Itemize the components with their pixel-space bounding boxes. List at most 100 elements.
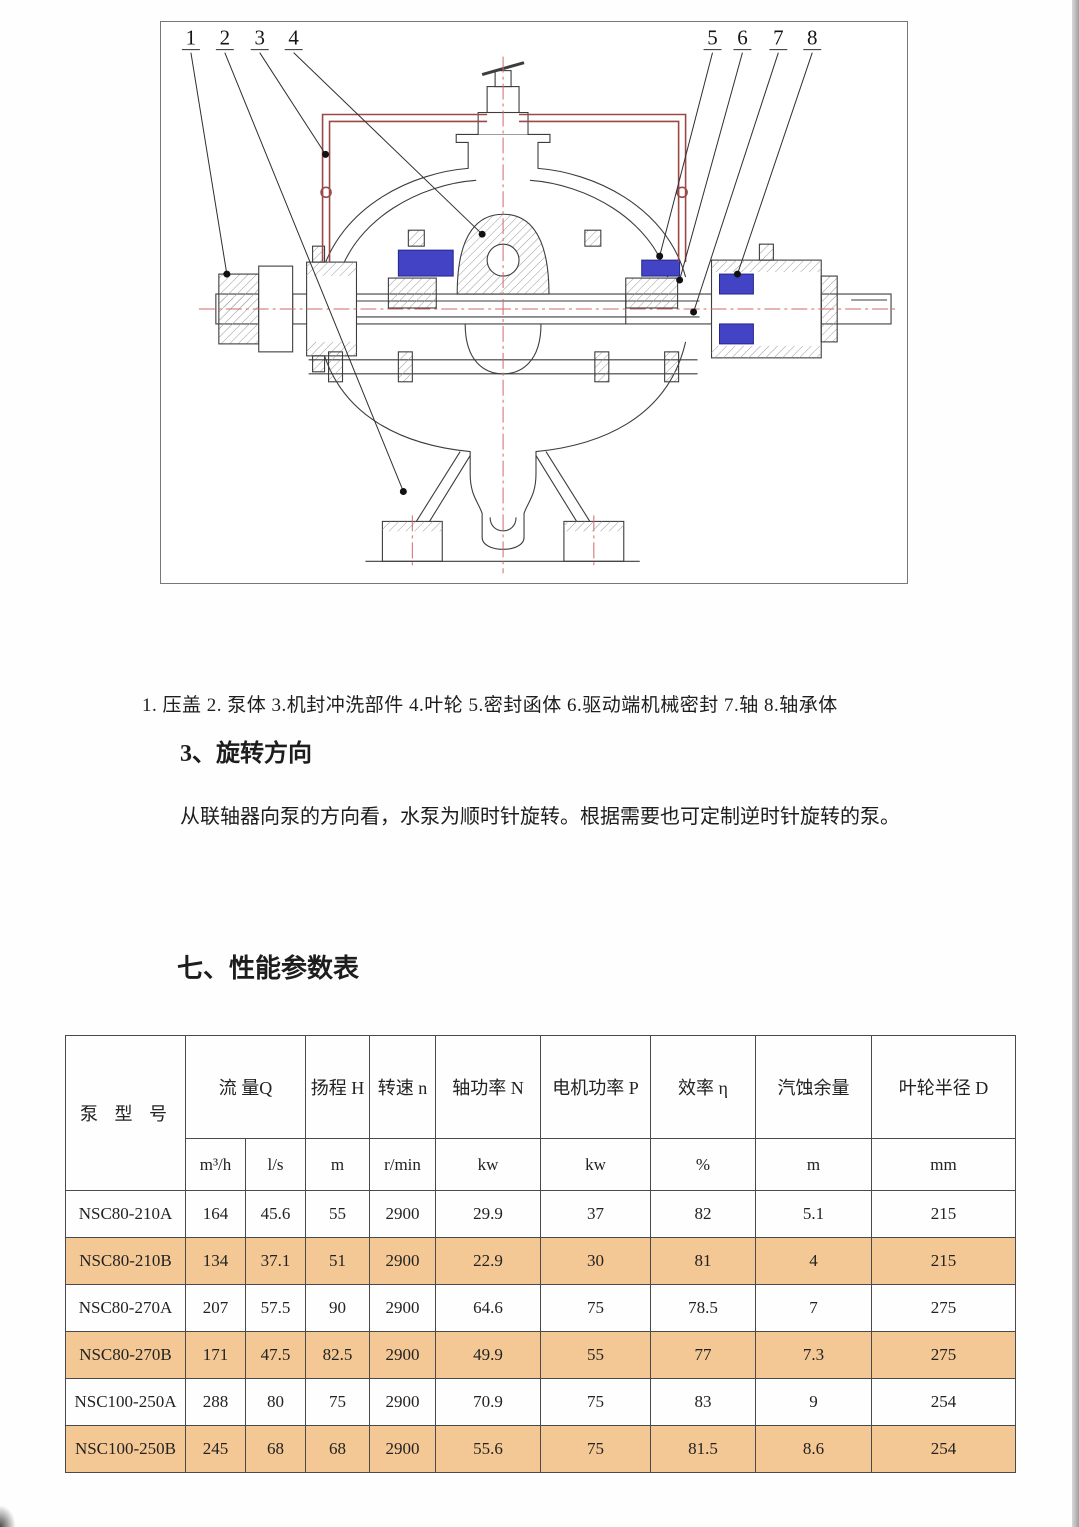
callout-numbers: 1 2 3 4 5 6 7 8: [181, 26, 822, 51]
section-3-title: 3、旋转方向: [180, 741, 312, 767]
section-7-title: 七、性能参数表: [177, 954, 360, 983]
value-cell: 78.5: [650, 1284, 756, 1332]
unit-shaft-power: kw: [435, 1138, 541, 1191]
value-cell: 207: [185, 1284, 246, 1332]
parts-legend: 1. 压盖 2. 泵体 3.机封冲洗部件 4.叶轮 5.密封函体 6.驱动端机械…: [142, 695, 838, 716]
unit-efficiency: %: [650, 1138, 756, 1191]
callout-1: 1: [186, 26, 196, 50]
value-cell: 37.1: [245, 1237, 306, 1285]
value-cell: 2900: [369, 1237, 436, 1285]
value-cell: 55: [305, 1190, 370, 1238]
header-model: 泵 型 号: [65, 1035, 186, 1191]
unit-head: m: [305, 1138, 370, 1191]
callout-8: 8: [807, 26, 817, 50]
value-cell: 55: [540, 1331, 651, 1379]
value-cell: 7: [755, 1284, 872, 1332]
value-cell: 75: [540, 1378, 651, 1426]
callout-7: 7: [773, 26, 783, 50]
model-cell: NSC80-270B: [65, 1331, 186, 1379]
header-flow: 流 量Q: [185, 1035, 306, 1139]
header-motor-power: 电机功率 P: [540, 1035, 651, 1139]
value-cell: 171: [185, 1331, 246, 1379]
value-cell: 82: [650, 1190, 756, 1238]
header-speed: 转速 n: [369, 1035, 436, 1139]
scan-edge-shadow: [1072, 0, 1079, 1527]
value-cell: 134: [185, 1237, 246, 1285]
value-cell: 75: [540, 1425, 651, 1473]
header-head: 扬程 H: [305, 1035, 370, 1139]
value-cell: 80: [245, 1378, 306, 1426]
scan-corner-smudge: [0, 1505, 16, 1527]
value-cell: 2900: [369, 1284, 436, 1332]
value-cell: 75: [305, 1378, 370, 1426]
value-cell: 64.6: [435, 1284, 541, 1332]
model-cell: NSC100-250A: [65, 1378, 186, 1426]
value-cell: 37: [540, 1190, 651, 1238]
model-cell: NSC80-210B: [65, 1237, 186, 1285]
value-cell: 75: [540, 1284, 651, 1332]
value-cell: 275: [871, 1331, 1016, 1379]
seal-housing-left: [387, 249, 454, 309]
value-cell: 29.9: [435, 1190, 541, 1238]
model-cell: NSC100-250B: [65, 1425, 186, 1473]
value-cell: 2900: [369, 1425, 436, 1473]
value-cell: 55.6: [435, 1425, 541, 1473]
callout-leaders: [190, 52, 813, 495]
callout-4: 4: [288, 26, 299, 50]
section-3-body: 从联轴器向泵的方向看，水泵为顺时针旋转。根据需要也可定制逆时针旋转的泵。: [180, 806, 900, 828]
unit-flow-ls: l/s: [245, 1138, 306, 1191]
value-cell: 83: [650, 1378, 756, 1426]
callout-3: 3: [255, 26, 265, 50]
value-cell: 68: [305, 1425, 370, 1473]
value-cell: 81: [650, 1237, 756, 1285]
header-efficiency: 效率 η: [650, 1035, 756, 1139]
value-cell: 81.5: [650, 1425, 756, 1473]
centerlines: [198, 56, 898, 574]
table-header-units: m³/h l/s m r/min kw kw % m mm: [66, 1138, 1016, 1191]
seal-flush-piping: [320, 113, 688, 263]
value-cell: 90: [305, 1284, 370, 1332]
header-npsh: 汽蚀余量: [755, 1035, 872, 1139]
value-cell: 68: [245, 1425, 306, 1473]
value-cell: 5.1: [755, 1190, 872, 1238]
value-cell: 70.9: [435, 1378, 541, 1426]
value-cell: 8.6: [755, 1425, 872, 1473]
model-cell: NSC80-270A: [65, 1284, 186, 1332]
table-header-groups: 泵 型 号 流 量Q 扬程 H 转速 n 轴功率 N 电机功率 P 效率 η 汽…: [65, 1035, 1016, 1191]
model-cell: NSC80-210A: [65, 1190, 186, 1238]
unit-impeller: mm: [871, 1138, 1016, 1191]
value-cell: 45.6: [245, 1190, 306, 1238]
value-cell: 2900: [369, 1378, 436, 1426]
value-cell: 254: [871, 1378, 1016, 1426]
unit-flow-m3h: m³/h: [185, 1138, 246, 1191]
bearing-housing-right: [710, 243, 838, 359]
pump-drawing-svg: 1 2 3 4 5 6 7 8: [181, 26, 898, 574]
value-cell: 51: [305, 1237, 370, 1285]
value-cell: 245: [185, 1425, 246, 1473]
value-cell: 164: [185, 1190, 246, 1238]
value-cell: 57.5: [245, 1284, 306, 1332]
value-cell: 7.3: [755, 1331, 872, 1379]
value-cell: 30: [540, 1237, 651, 1285]
header-shaft-power: 轴功率 N: [435, 1035, 541, 1139]
value-cell: 9: [755, 1378, 872, 1426]
value-cell: 82.5: [305, 1331, 370, 1379]
value-cell: 47.5: [245, 1331, 306, 1379]
value-cell: 2900: [369, 1190, 436, 1238]
pump-section-drawing: 1 2 3 4 5 6 7 8: [160, 21, 908, 584]
value-cell: 275: [871, 1284, 1016, 1332]
callout-6: 6: [737, 26, 747, 50]
value-cell: 2900: [369, 1331, 436, 1379]
value-cell: 215: [871, 1237, 1016, 1285]
callout-2: 2: [220, 26, 230, 50]
split-flange: [308, 351, 698, 383]
performance-table: 泵 型 号 流 量Q 扬程 H 转速 n 轴功率 N 电机功率 P 效率 η 汽…: [65, 1035, 1016, 1473]
value-cell: 4: [755, 1237, 872, 1285]
